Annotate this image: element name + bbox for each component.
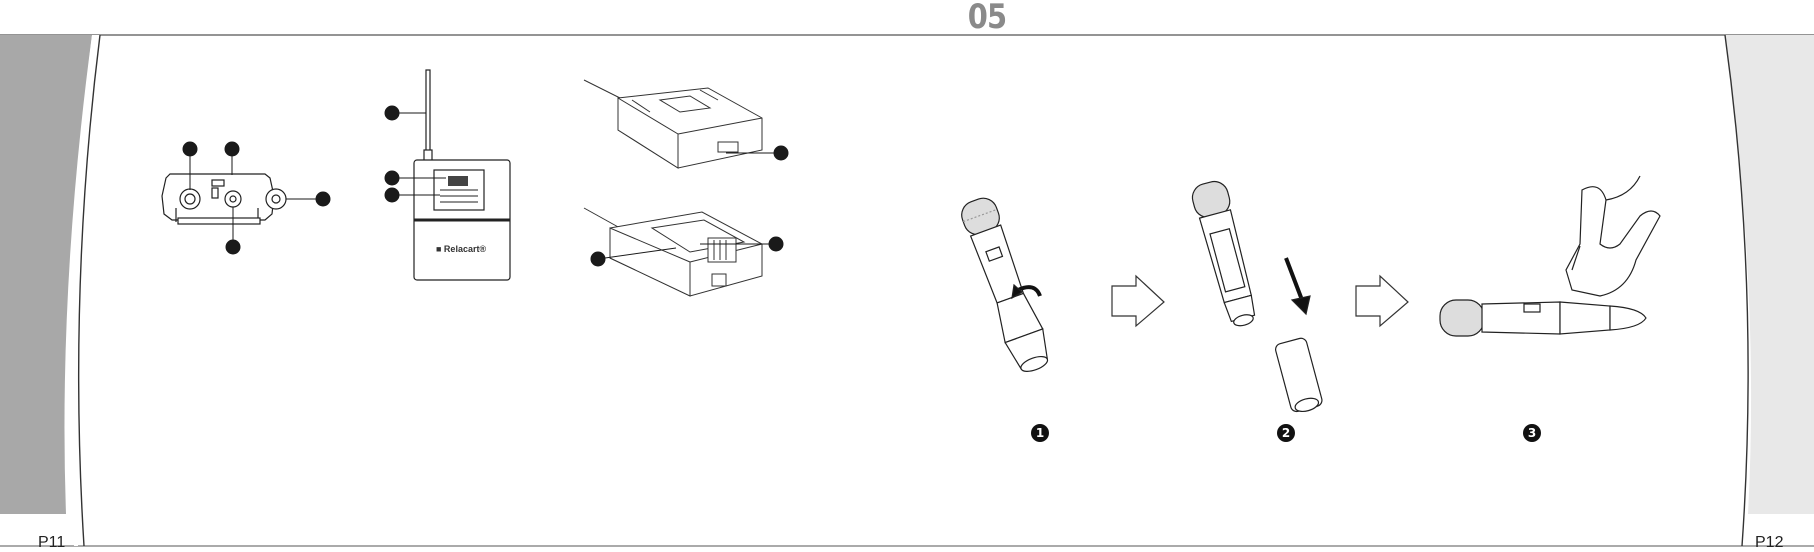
bodypack-open-view: [584, 208, 762, 296]
step-3-label: 3: [1523, 424, 1541, 442]
receiver-rear-panel: [162, 174, 286, 224]
arrow-next-2-icon: [1356, 276, 1408, 326]
handheld-mic-step3: [1440, 176, 1660, 336]
callout-dot: [226, 240, 240, 254]
step-2-label: 2: [1277, 424, 1295, 442]
callout-dot: [316, 192, 330, 206]
handheld-mic-step1: [956, 194, 1055, 377]
callout-dot: [183, 142, 197, 156]
callout-dot: [774, 146, 788, 160]
callout-dot: [385, 106, 399, 120]
bodypack-top-view: [584, 80, 762, 168]
callout-dot: [769, 237, 783, 251]
step-1-label: 1: [1031, 424, 1049, 442]
callout-dot: [385, 171, 399, 185]
right-side-panel: [1725, 35, 1814, 514]
handheld-mic-step2: [1189, 178, 1323, 414]
page-number-right: P12: [1755, 534, 1783, 552]
callout-dot: [225, 142, 239, 156]
arrow-next-1-icon: [1112, 276, 1164, 326]
brand-logo: ■ Relacart®: [436, 244, 486, 254]
page-number-left: P11: [38, 534, 65, 552]
callout-dot: [591, 252, 605, 266]
callout-dot: [385, 188, 399, 202]
